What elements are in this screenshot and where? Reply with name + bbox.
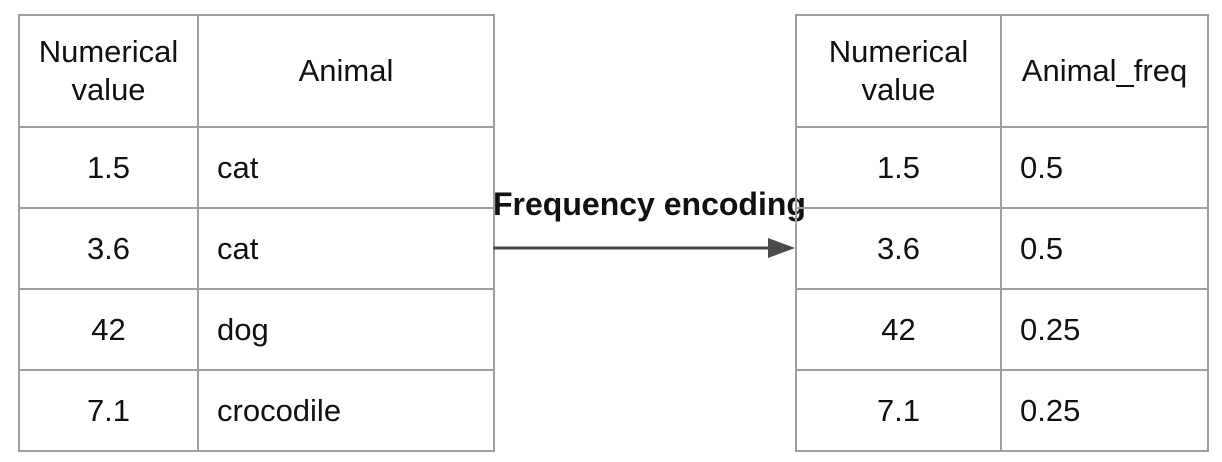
table-row: 1.5 0.5 [795, 126, 1209, 209]
output-table: Numerical value Animal_freq 1.5 0.5 3.6 … [795, 14, 1209, 452]
arrow-label: Frequency encoding [493, 186, 806, 222]
animal-cell: crocodile [197, 369, 495, 452]
numerical-value-cell: 7.1 [18, 369, 199, 452]
table-row: 7.1 0.25 [795, 369, 1209, 452]
output-table-header-row: Numerical value Animal_freq [795, 14, 1209, 128]
table-row: 42 0.25 [795, 288, 1209, 371]
numerical-value-cell: 7.1 [795, 369, 1002, 452]
animal-cell: dog [197, 288, 495, 371]
animal-freq-cell: 0.5 [1000, 207, 1209, 290]
numerical-value-cell: 1.5 [795, 126, 1002, 209]
animal-freq-cell: 0.25 [1000, 369, 1209, 452]
animal-cell: cat [197, 207, 495, 290]
numerical-value-cell: 3.6 [795, 207, 1002, 290]
numerical-value-cell: 3.6 [18, 207, 199, 290]
input-table-header-row: Numerical value Animal [18, 14, 495, 128]
input-header-animal: Animal [197, 14, 495, 128]
animal-cell: cat [197, 126, 495, 209]
table-row: 7.1 crocodile [18, 369, 495, 452]
numerical-value-cell: 42 [18, 288, 199, 371]
animal-freq-cell: 0.5 [1000, 126, 1209, 209]
numerical-value-cell: 42 [795, 288, 1002, 371]
input-table: Numerical value Animal 1.5 cat 3.6 cat 4… [18, 14, 495, 452]
arrow-right-icon [493, 238, 795, 258]
numerical-value-cell: 1.5 [18, 126, 199, 209]
output-header-numerical-value: Numerical value [795, 14, 1002, 128]
table-row: 3.6 cat [18, 207, 495, 290]
table-row: 1.5 cat [18, 126, 495, 209]
input-header-numerical-value: Numerical value [18, 14, 199, 128]
output-header-animal-freq: Animal_freq [1000, 14, 1209, 128]
table-row: 42 dog [18, 288, 495, 371]
animal-freq-cell: 0.25 [1000, 288, 1209, 371]
table-row: 3.6 0.5 [795, 207, 1209, 290]
